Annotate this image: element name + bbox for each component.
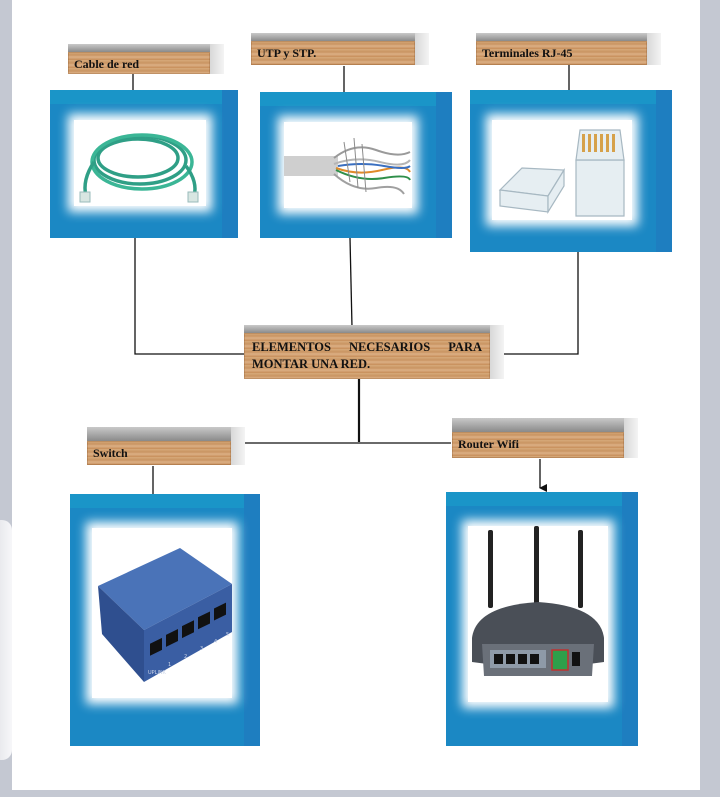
cable-image (74, 120, 206, 206)
label-cable-text: Cable de red (68, 52, 210, 74)
utp-stp-image (284, 122, 412, 208)
switch-uplink-text: UPLINK (148, 670, 167, 676)
switch-port-3: 3 (200, 646, 203, 652)
switch-port-5: 5 (226, 632, 229, 638)
switch-port-4: 4 (214, 639, 217, 645)
switch-image: UPLINK 1 2 3 4 5 (92, 528, 232, 698)
label-switch-text: Switch (87, 441, 231, 465)
label-utp-text: UTP y STP. (251, 41, 415, 65)
switch-port-1: 1 (168, 662, 171, 668)
box-utp-stp (260, 92, 452, 238)
router-image (468, 526, 608, 702)
switch-port-2: 2 (184, 654, 187, 660)
network-switch-icon: UPLINK 1 2 3 4 5 (98, 548, 232, 682)
rj45-image (492, 120, 632, 220)
label-center-text: ELEMENTOS NECESARIOS PARA MONTAR UNA RED… (244, 333, 490, 379)
rj45-connector-icon (498, 129, 625, 217)
wire-terminales-center (503, 252, 579, 355)
box-router (446, 492, 638, 746)
twisted-pair-icon (284, 137, 411, 195)
box-switch: UPLINK 1 2 3 4 5 (70, 494, 260, 746)
box-terminales (470, 90, 672, 252)
label-router-text: Router Wifi (452, 432, 624, 458)
wifi-router-icon (472, 526, 604, 676)
label-utp-stp: UTP y STP. (251, 33, 429, 65)
label-switch: Switch (87, 427, 245, 465)
box-cable-de-red (50, 90, 238, 238)
label-router: Router Wifi (452, 418, 638, 458)
label-center: ELEMENTOS NECESARIOS PARA MONTAR UNA RED… (244, 325, 504, 379)
network-cable-icon (79, 133, 199, 203)
wire-cable-center (134, 237, 245, 355)
page-edge-shadow (0, 520, 12, 760)
wire-utp-center (349, 237, 353, 328)
label-cable-de-red: Cable de red (68, 44, 224, 74)
label-terminales: Terminales RJ-45 (476, 33, 661, 65)
label-terminales-text: Terminales RJ-45 (476, 41, 647, 65)
